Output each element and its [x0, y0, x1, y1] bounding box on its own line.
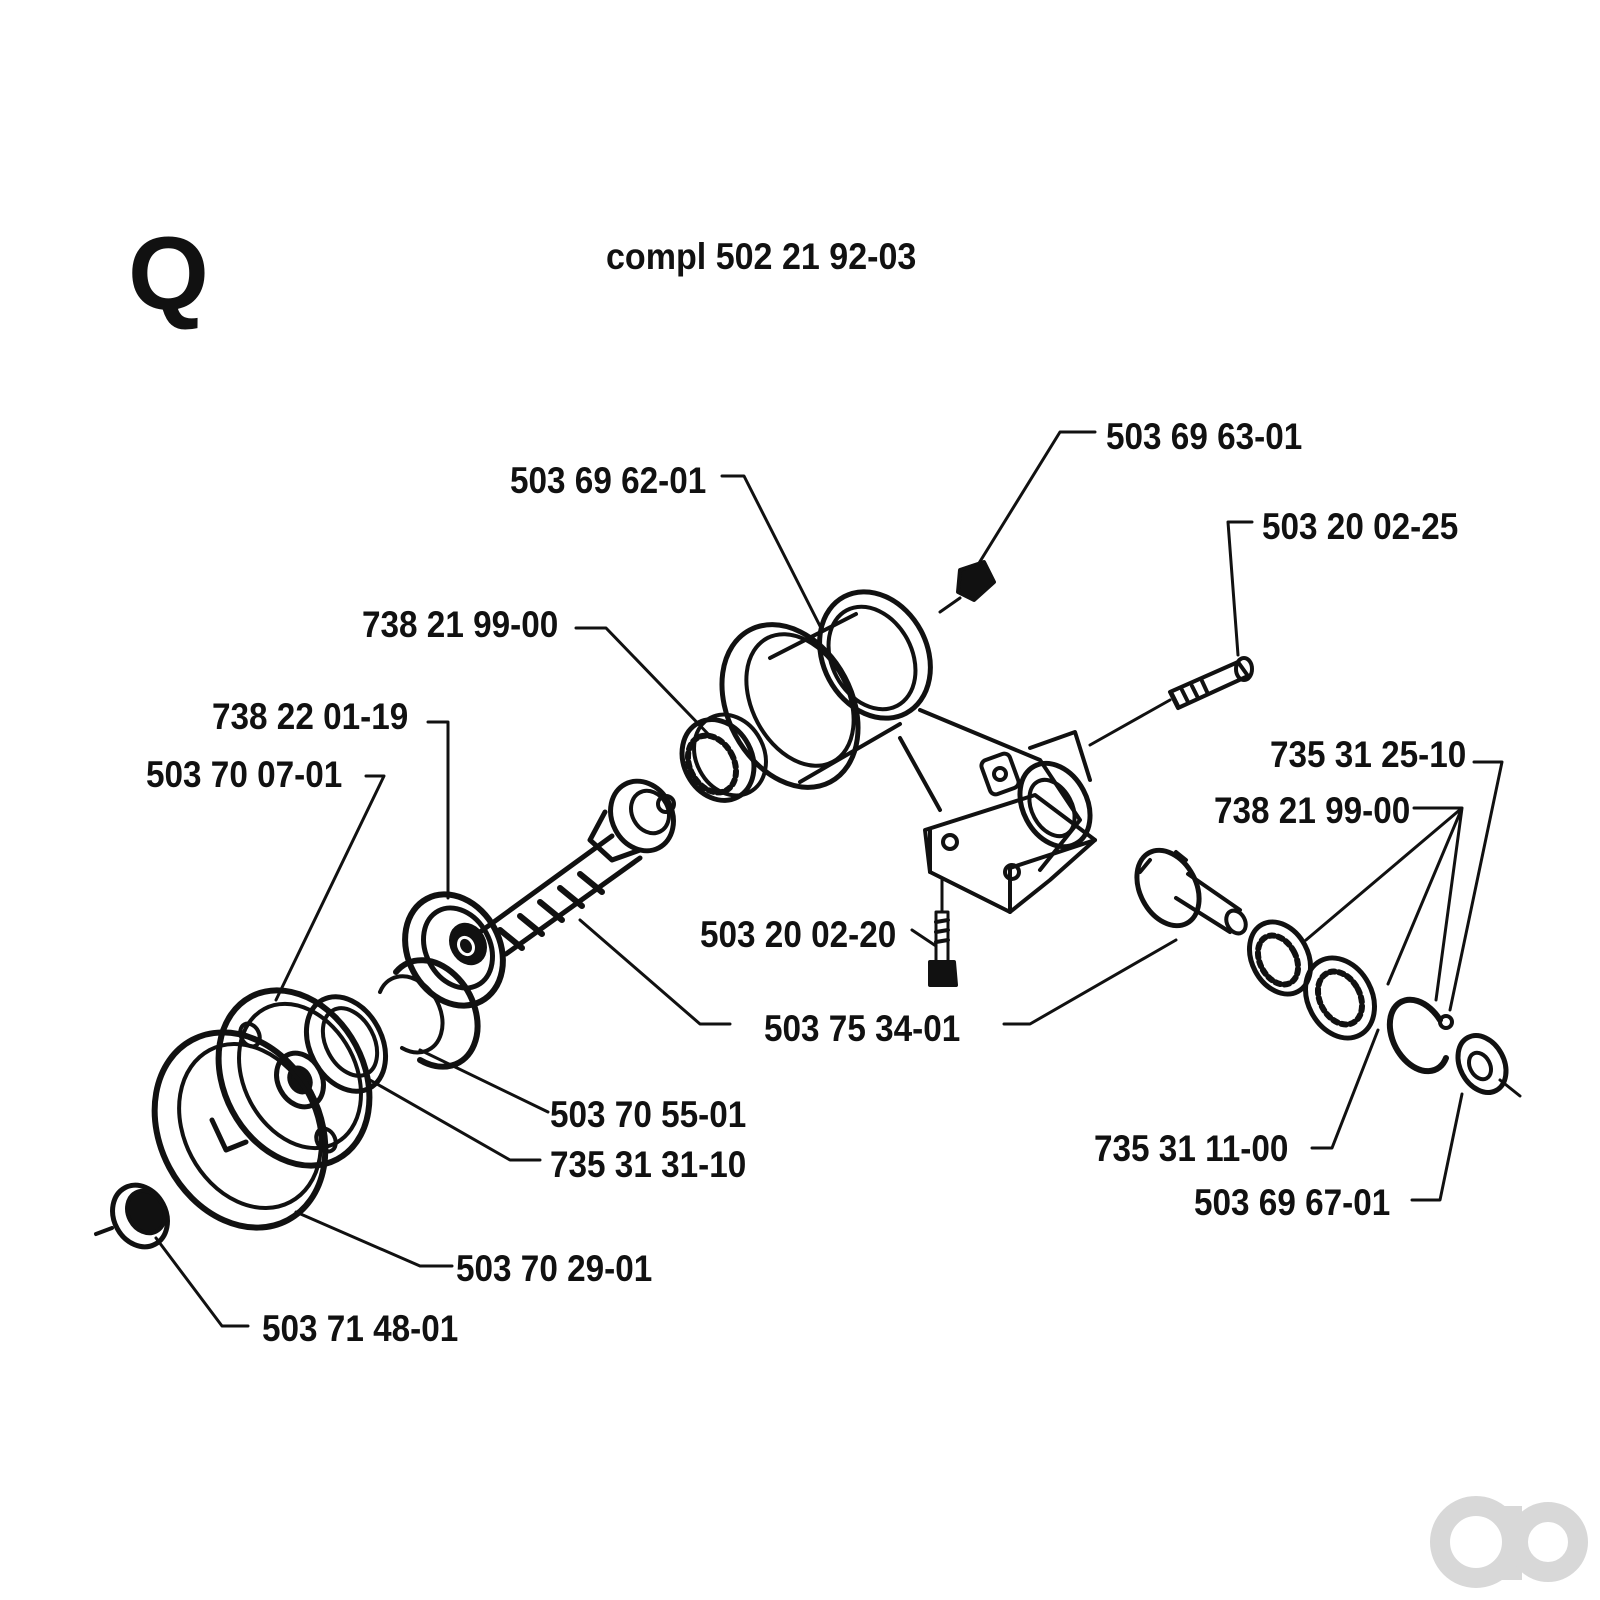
bearing-lower-part	[402, 891, 506, 1009]
screw-long-part	[1088, 656, 1254, 747]
part-number-label: 503 69 62-01	[510, 460, 707, 501]
part-number-label: 503 20 02-25	[1262, 506, 1459, 547]
part-number-label: 503 69 63-01	[1106, 416, 1303, 457]
drive-shaft-part	[477, 778, 676, 957]
plug-part	[938, 560, 996, 614]
flange-part	[215, 987, 373, 1169]
support-cup-part	[151, 1029, 329, 1231]
nut-part	[94, 1182, 170, 1250]
part-number-label: 503 70 55-01	[550, 1094, 747, 1135]
washer-right-part	[1455, 1033, 1522, 1098]
part-number-label: 503 69 67-01	[1194, 1182, 1391, 1223]
gear-housing-part	[719, 589, 1097, 914]
part-number-label: 738 21 99-00	[362, 604, 559, 645]
part-number-label: 503 70 07-01	[146, 754, 343, 795]
part-number-label: 503 70 29-01	[456, 1248, 653, 1289]
part-number-label: 738 22 01-19	[212, 696, 409, 737]
output-shaft-part	[1134, 847, 1248, 936]
assembly-title: compl 502 21 92-03	[606, 236, 917, 277]
ao-logo-icon	[1430, 1496, 1588, 1588]
snap-ring-right-part	[1386, 996, 1454, 1075]
screw-short-part	[928, 878, 958, 987]
bearing-right-part	[1247, 919, 1313, 997]
part-number-label: 503 75 34-01	[764, 1008, 961, 1049]
part-number-label: 735 31 11-00	[1094, 1128, 1289, 1169]
part-number-label: 735 31 31-10	[550, 1144, 747, 1185]
part-number-label: 735 31 25-10	[1270, 734, 1467, 775]
bearing-upper-part	[679, 712, 768, 803]
part-number-label: 503 71 48-01	[262, 1308, 459, 1349]
section-letter: Q	[128, 216, 209, 332]
part-number-label: 503 20 02-20	[700, 914, 897, 955]
part-number-label: 738 21 99-00	[1214, 790, 1411, 831]
bearing-second-right-part	[1303, 955, 1377, 1041]
circlip-part	[378, 957, 481, 1070]
leader-lines	[154, 430, 1504, 1328]
